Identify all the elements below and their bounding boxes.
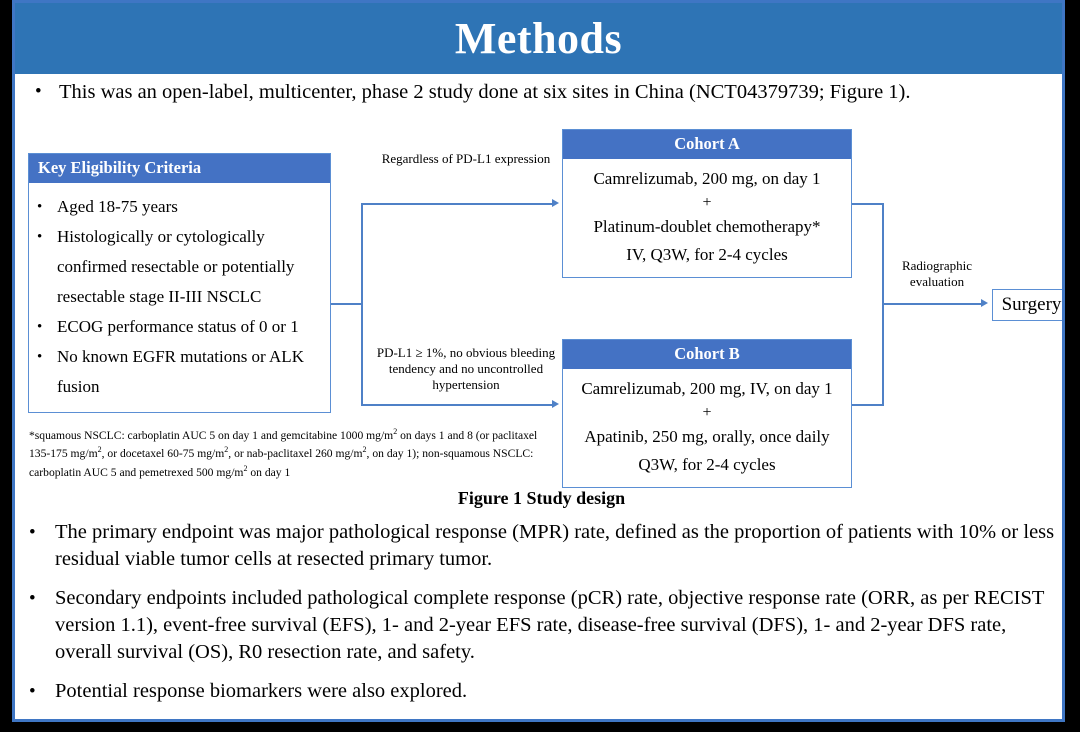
- connector-label-surgery: Radiographic evaluation: [901, 258, 973, 289]
- connector-split-vertical: [361, 203, 363, 405]
- eligibility-item-text: No known EGFR mutations or ALK fusion: [57, 347, 304, 396]
- cohort-a-line-3: IV, Q3W, for 2-4 cycles: [626, 245, 788, 264]
- endpoint-bullet-text: Potential response biomarkers were also …: [55, 680, 468, 702]
- slide-frame: Methods • This was an open-label, multic…: [8, 0, 1072, 726]
- cohort-b-line-1: Camrelizumab, 200 mg, IV, on day 1: [581, 379, 833, 398]
- list-item: • ECOG performance status of 0 or 1: [37, 312, 324, 342]
- cohort-a-line-2: Platinum-doublet chemotherapy*: [593, 217, 821, 236]
- connector-to-cohort-b: [361, 404, 553, 406]
- eligibility-criteria-list: • Aged 18-75 years • Histologically or c…: [29, 183, 330, 412]
- arrow-head-surgery-icon: [981, 299, 988, 307]
- endpoint-bullet-text: Secondary endpoints included pathologica…: [55, 587, 1045, 663]
- bullet-marker-icon: •: [29, 588, 36, 609]
- list-item: • Histologically or cytologically confir…: [37, 222, 324, 312]
- surgery-label: Surgery: [1001, 294, 1062, 315]
- cohort-a-plus: +: [702, 194, 712, 211]
- list-item: • Potential response biomarkers were als…: [29, 678, 1055, 705]
- bullet-marker-icon: •: [35, 81, 42, 102]
- cohort-b-body: Camrelizumab, 200 mg, IV, on day 1 + Apa…: [563, 369, 851, 487]
- eligibility-box-header: Key Eligibility Criteria: [29, 154, 330, 183]
- intro-bullet: • This was an open-label, multicenter, p…: [35, 79, 1045, 105]
- cohort-a-body: Camrelizumab, 200 mg, on day 1 + Platinu…: [563, 159, 851, 277]
- endpoint-bullet-text: The primary endpoint was major pathologi…: [55, 521, 1055, 570]
- slide-content: Methods • This was an open-label, multic…: [12, 0, 1065, 722]
- connector-cohort-b-out: [852, 404, 884, 406]
- connector-label-cohort-b: PD-L1 ≥ 1%, no obvious bleeding tendency…: [376, 345, 556, 392]
- cohort-b-header: Cohort B: [563, 340, 851, 369]
- endpoints-bullet-list: • The primary endpoint was major patholo…: [29, 519, 1055, 717]
- surgery-box: Surgery: [992, 289, 1062, 321]
- intro-bullet-text: This was an open-label, multicenter, pha…: [59, 81, 911, 103]
- figure-caption: Figure 1 Study design: [457, 488, 626, 508]
- figure-footnote: *squamous NSCLC: carboplatin AUC 5 on da…: [29, 427, 538, 479]
- eligibility-item-text: Histologically or cytologically confirme…: [57, 227, 295, 306]
- cohort-a-line-1: Camrelizumab, 200 mg, on day 1: [593, 169, 821, 188]
- bullet-marker-icon: •: [29, 681, 36, 702]
- bullet-marker-icon: •: [37, 229, 43, 245]
- connector-to-surgery: [882, 303, 982, 305]
- bullet-marker-icon: •: [37, 199, 43, 215]
- page-title: Methods: [454, 14, 623, 63]
- connector-cohort-a-out: [852, 203, 884, 205]
- cohort-b-plus: +: [702, 404, 712, 421]
- list-item: • Aged 18-75 years: [37, 192, 324, 222]
- arrow-head-cohort-a-icon: [552, 199, 559, 207]
- connector-to-cohort-a: [361, 203, 553, 205]
- cohort-b-box: Cohort B Camrelizumab, 200 mg, IV, on da…: [562, 339, 852, 488]
- study-design-figure: Key Eligibility Criteria • Aged 18-75 ye…: [15, 115, 1062, 495]
- bullet-marker-icon: •: [29, 522, 36, 543]
- eligibility-criteria-box: Key Eligibility Criteria • Aged 18-75 ye…: [28, 153, 331, 413]
- list-item: • Secondary endpoints included pathologi…: [29, 585, 1055, 666]
- bullet-marker-icon: •: [37, 349, 43, 365]
- cohort-b-line-2: Apatinib, 250 mg, orally, once daily: [584, 427, 830, 446]
- cohort-b-line-3: Q3W, for 2-4 cycles: [638, 455, 776, 474]
- eligibility-item-text: ECOG performance status of 0 or 1: [57, 317, 299, 336]
- list-item: • The primary endpoint was major patholo…: [29, 519, 1055, 573]
- slide-title-band: Methods: [15, 3, 1062, 74]
- eligibility-item-text: Aged 18-75 years: [57, 197, 178, 216]
- connector-eligibility-stem: [331, 303, 363, 305]
- cohort-a-header: Cohort A: [563, 130, 851, 159]
- bullet-marker-icon: •: [37, 319, 43, 335]
- connector-label-cohort-a: Regardless of PD-L1 expression: [381, 151, 551, 166]
- arrow-head-cohort-b-icon: [552, 400, 559, 408]
- cohort-a-box: Cohort A Camrelizumab, 200 mg, on day 1 …: [562, 129, 852, 278]
- list-item: • No known EGFR mutations or ALK fusion: [37, 342, 324, 402]
